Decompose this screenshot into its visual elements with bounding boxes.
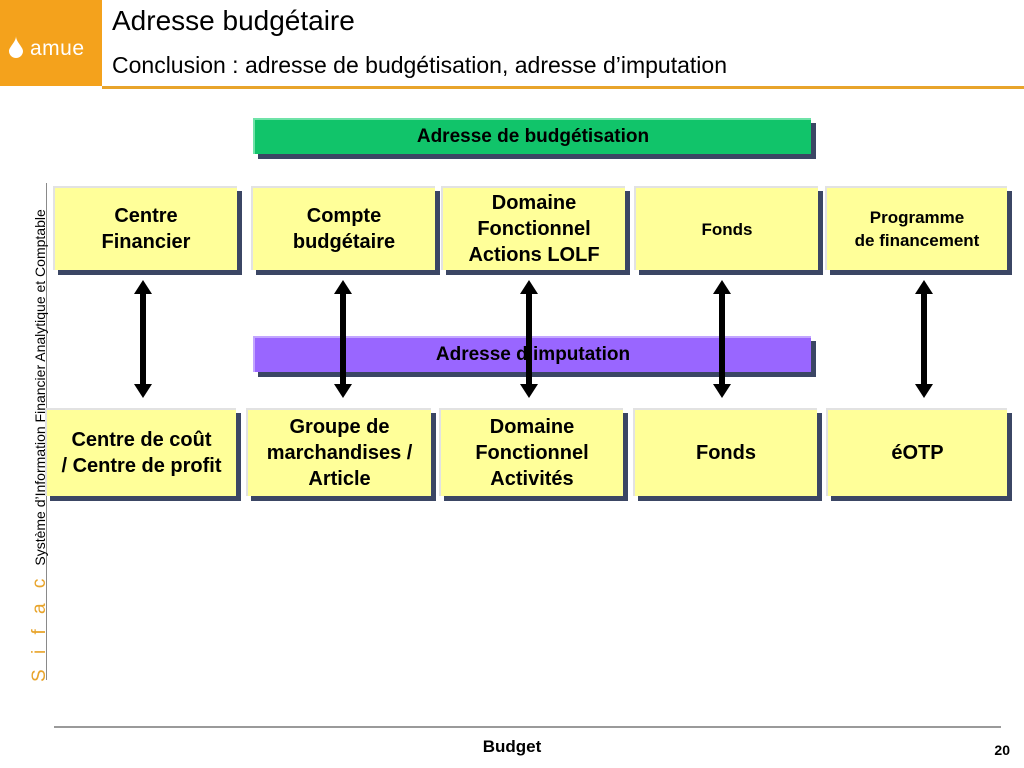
page-number: 20 — [994, 742, 1010, 758]
box-line: Groupe de — [289, 416, 390, 438]
box-fonds-top: Fonds — [634, 186, 818, 270]
box-fonds-bottom: Fonds — [633, 408, 817, 496]
box-line: Financier — [101, 231, 191, 253]
box-line: Fonctionnel — [477, 218, 591, 240]
slide-subtitle: Conclusion : adresse de budgétisation, a… — [112, 52, 727, 78]
box-line: Fonctionnel — [475, 442, 589, 464]
box-centre-cout-profit: Centre de coût / Centre de profit — [45, 408, 236, 496]
box-line: budgétaire — [292, 231, 396, 253]
box-line: Fonds — [696, 442, 756, 464]
box-line: de financement — [854, 231, 980, 250]
box-line: Domaine — [489, 416, 575, 438]
footer-divider — [54, 726, 1001, 728]
box-line: Centre de coût — [71, 429, 212, 451]
double-arrow-icon — [520, 280, 538, 398]
box-eotp: éOTP — [826, 408, 1007, 496]
box-line: Actions LOLF — [468, 244, 600, 266]
sidebar-description: Système d’Information Financier Analytiq… — [32, 209, 48, 566]
double-arrow-icon — [134, 280, 152, 398]
box-line: éOTP — [891, 442, 944, 464]
footer-label: Budget — [482, 737, 542, 756]
banner-budgetisation: Adresse de budgétisation — [253, 118, 811, 154]
box-line: Compte — [306, 205, 382, 227]
box-line: / Centre de profit — [61, 455, 222, 477]
box-line: Activités — [490, 468, 574, 490]
slide-title: Adresse budgétaire — [112, 5, 355, 36]
box-line: marchandises / — [266, 442, 413, 464]
logo-text: amue — [30, 37, 85, 60]
amue-logo: amue — [0, 0, 102, 86]
box-line: Centre — [114, 205, 178, 227]
double-arrow-icon — [713, 280, 731, 398]
double-arrow-icon — [915, 280, 933, 398]
logo-drop-icon — [9, 36, 23, 58]
sidebar-brand: S i f a c — [29, 573, 50, 682]
box-compte-budgetaire: Compte budgétaire — [251, 186, 435, 270]
box-programme-financement: Programme de financement — [825, 186, 1007, 270]
box-line: Programme — [869, 208, 965, 227]
box-line: Article — [308, 468, 371, 490]
box-groupe-marchandises: Groupe de marchandises / Article — [246, 408, 431, 496]
box-line: Domaine — [491, 192, 577, 214]
header-divider — [102, 86, 1024, 89]
box-line: Fonds — [701, 219, 753, 239]
double-arrow-icon — [334, 280, 352, 398]
